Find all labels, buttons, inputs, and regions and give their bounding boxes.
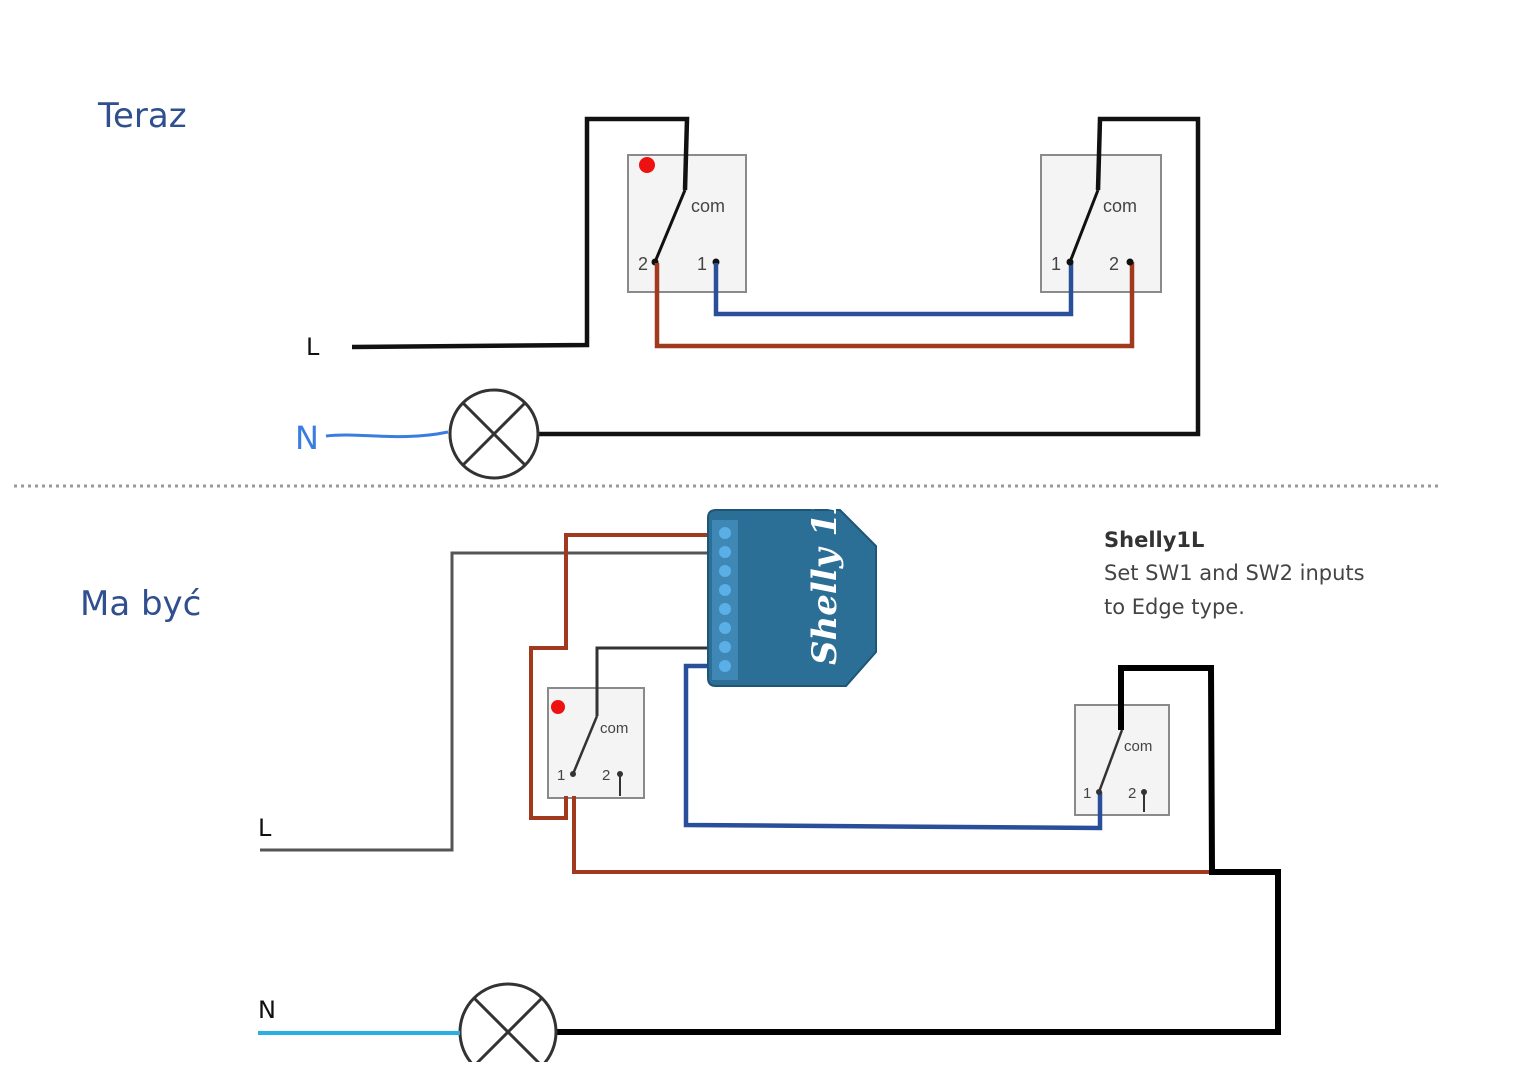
wire-red-shelly-to-switch (529, 533, 712, 820)
label-com: com (691, 196, 725, 216)
label-com: com (1124, 738, 1152, 755)
switch-lever-right-top (1068, 189, 1100, 263)
wire-traveler-red-top (654, 262, 1135, 349)
label-live-top: L (306, 333, 320, 361)
label-terminal-2: 2 (1128, 785, 1136, 802)
note-title: Shelly1L (1104, 528, 1204, 552)
wire-black-shelly-to-com (595, 646, 712, 716)
wire-switched-live-top (538, 116, 1201, 437)
switch-lever-left-bottom (571, 715, 599, 775)
red-marker-dot (639, 157, 655, 173)
label-terminal-1: 1 (697, 254, 707, 274)
wire-switched-live-bottom (556, 665, 1281, 1035)
label-neutral-bottom: N (258, 996, 276, 1024)
terminal-dot (1066, 258, 1074, 266)
shelly-1l-device: Shelly 1L (707, 489, 877, 687)
label-live-bottom: L (258, 814, 272, 842)
label-com: com (600, 720, 628, 737)
terminal-dot (1126, 258, 1134, 266)
label-terminal-2: 2 (602, 767, 610, 784)
label-terminal-1: 1 (1083, 785, 1091, 802)
wire-blue-sw-input (683, 663, 1103, 831)
wire-traveler-blue-top (713, 263, 1074, 317)
switch-lever-right-bottom (1097, 729, 1124, 793)
wire-live-bottom (260, 551, 712, 852)
lamp-icon-bottom (458, 982, 558, 1080)
red-marker-dot (551, 700, 565, 714)
label-terminal-2: 2 (1109, 254, 1119, 274)
terminal-dot (1096, 789, 1102, 795)
wire-red-long-run (572, 796, 1212, 874)
shelly-terminal-block (712, 520, 738, 680)
note-line-1: Set SW1 and SW2 inputs (1104, 561, 1365, 585)
label-terminal-1: 1 (1051, 254, 1061, 274)
switch-box-right-top (1040, 154, 1162, 293)
wire-neutral-top (325, 430, 449, 439)
wire-live-top (351, 116, 690, 350)
bottom-crop-mask (0, 1062, 1518, 1080)
section-title-teraz: Teraz (97, 96, 187, 136)
label-com: com (1103, 196, 1137, 216)
label-terminal-2: 2 (638, 254, 648, 274)
lamp-icon-top (448, 388, 540, 480)
section-title-ma-byc: Ma być (80, 584, 201, 624)
shelly-logo-text: Shelly 1L (805, 489, 845, 665)
label-neutral-top: N (295, 419, 319, 457)
switch-lever-left-top (653, 189, 687, 263)
terminal-dot (617, 771, 623, 777)
terminal-dot (570, 771, 576, 777)
note-line-2: to Edge type. (1104, 595, 1245, 619)
label-terminal-1: 1 (557, 767, 565, 784)
